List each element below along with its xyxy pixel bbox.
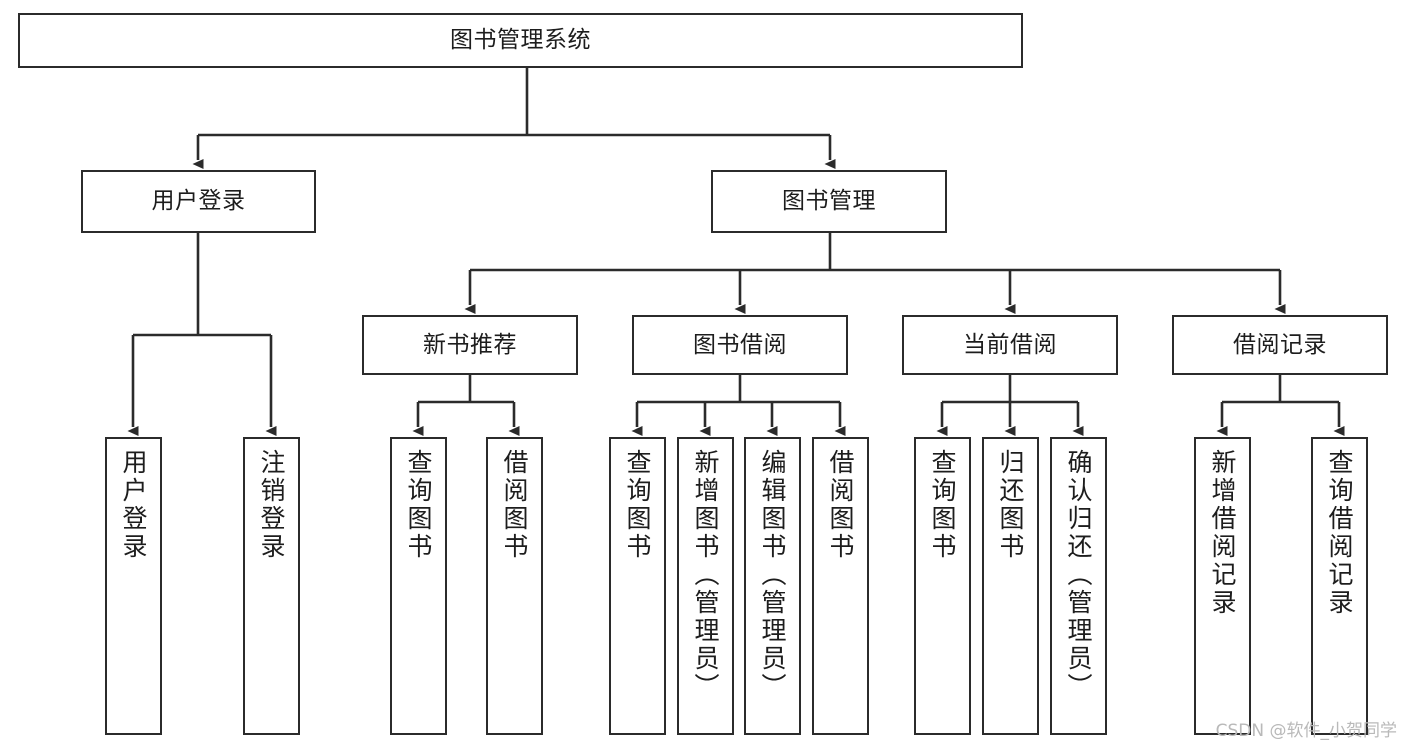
node-new-book-recommend[interactable]: 新书推荐 xyxy=(362,315,578,375)
node-current-borrow[interactable]: 当前借阅 xyxy=(902,315,1118,375)
leaf-book-borrow-edit-book-admin[interactable]: 编辑图书（管理员） xyxy=(744,437,801,735)
node-label: 图书管理系统 xyxy=(450,27,591,53)
node-label: 用户登录 xyxy=(151,188,246,214)
leaf-borrow-records-add-record[interactable]: 新增借阅记录 xyxy=(1194,437,1251,735)
node-label: 当前借阅 xyxy=(963,331,1057,358)
node-label: 借阅图书 xyxy=(826,449,855,561)
node-user-login[interactable]: 用户登录 xyxy=(81,170,316,233)
node-label: 查询图书 xyxy=(623,449,652,561)
node-label: 新书推荐 xyxy=(423,331,517,358)
node-label: 查询借阅记录 xyxy=(1325,449,1354,617)
leaf-new-book-query-book[interactable]: 查询图书 xyxy=(390,437,447,735)
node-label: 查询图书 xyxy=(404,449,433,561)
leaf-book-borrow-query-book[interactable]: 查询图书 xyxy=(609,437,666,735)
node-label: 借阅记录 xyxy=(1233,331,1327,358)
node-label: 新增图书（管理员） xyxy=(691,449,720,701)
node-label: 借阅图书 xyxy=(500,449,529,561)
leaf-current-borrow-confirm-return-admin[interactable]: 确认归还（管理员） xyxy=(1050,437,1107,735)
node-label: 图书借阅 xyxy=(693,331,787,358)
node-book-borrow[interactable]: 图书借阅 xyxy=(632,315,848,375)
node-label: 注销登录 xyxy=(257,449,286,561)
leaf-new-book-borrow-book[interactable]: 借阅图书 xyxy=(486,437,543,735)
node-label: 归还图书 xyxy=(996,449,1025,561)
node-borrow-records[interactable]: 借阅记录 xyxy=(1172,315,1388,375)
node-root-library-system[interactable]: 图书管理系统 xyxy=(18,13,1023,68)
leaf-user-login-login[interactable]: 用户登录 xyxy=(105,437,162,735)
leaf-book-borrow-add-book-admin[interactable]: 新增图书（管理员） xyxy=(677,437,734,735)
node-label: 查询图书 xyxy=(928,449,957,561)
node-label: 用户登录 xyxy=(119,449,148,561)
csdn-watermark: CSDN @软件_小贺同学 xyxy=(1215,721,1397,741)
leaf-user-login-logout[interactable]: 注销登录 xyxy=(243,437,300,735)
leaf-current-borrow-query-book[interactable]: 查询图书 xyxy=(914,437,971,735)
leaf-borrow-records-query-record[interactable]: 查询借阅记录 xyxy=(1311,437,1368,735)
node-label: 新增借阅记录 xyxy=(1208,449,1237,617)
node-label: 图书管理 xyxy=(782,188,876,214)
node-label: 确认归还（管理员） xyxy=(1064,449,1093,701)
node-label: 编辑图书（管理员） xyxy=(758,449,787,701)
node-book-management[interactable]: 图书管理 xyxy=(711,170,947,233)
leaf-book-borrow-borrow-book[interactable]: 借阅图书 xyxy=(812,437,869,735)
leaf-current-borrow-return-book[interactable]: 归还图书 xyxy=(982,437,1039,735)
